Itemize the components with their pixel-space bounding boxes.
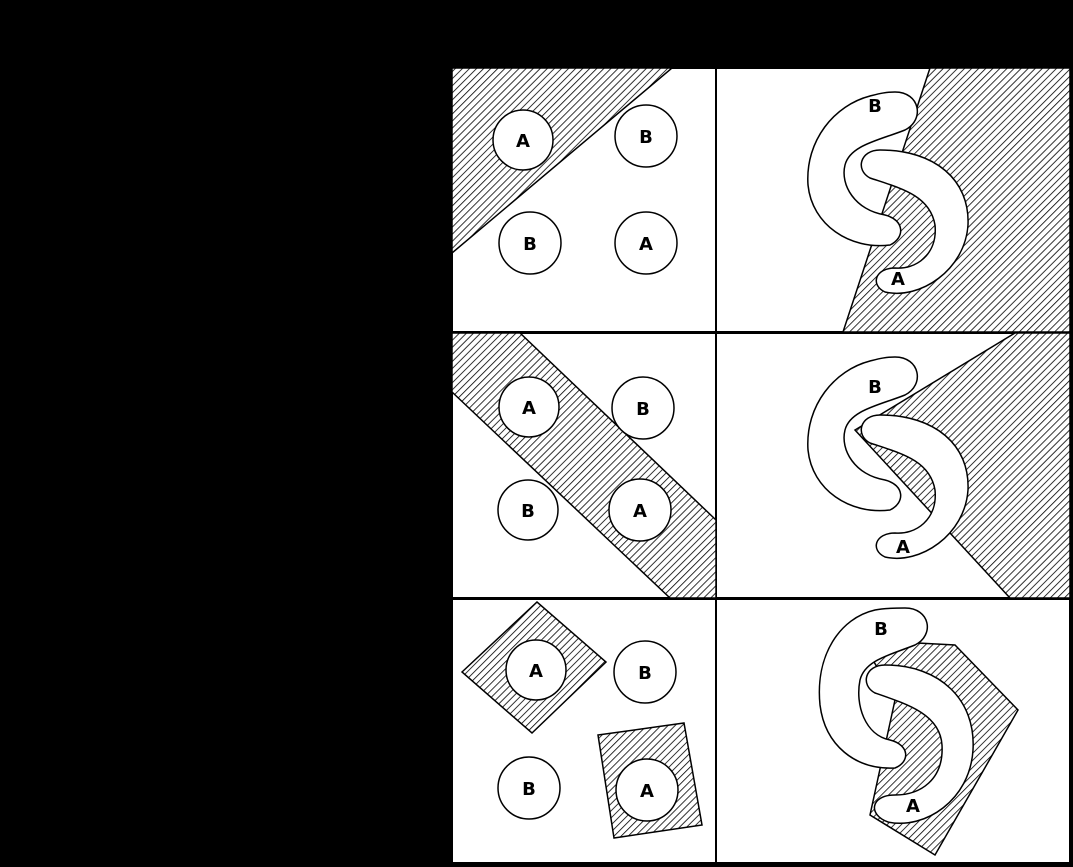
region-label: B bbox=[522, 779, 536, 800]
region-circle: B bbox=[498, 211, 562, 275]
region-label: B bbox=[868, 377, 882, 398]
s-curve-region bbox=[818, 607, 929, 769]
region-label: A bbox=[639, 234, 653, 255]
region-circle: A bbox=[498, 376, 560, 438]
region-label: A bbox=[896, 537, 910, 558]
region-label: A bbox=[906, 796, 920, 817]
region-label: B bbox=[636, 399, 650, 420]
s-curve-region bbox=[865, 664, 974, 824]
s-curve-region bbox=[807, 356, 919, 512]
region-circle: A bbox=[505, 639, 567, 701]
region-label: A bbox=[516, 131, 530, 152]
s-curve-region bbox=[860, 149, 969, 294]
region-circle: B bbox=[497, 756, 561, 820]
region-circle: A bbox=[614, 211, 678, 275]
region-circle: A bbox=[615, 758, 679, 822]
region-label: B bbox=[638, 663, 652, 684]
row3-right-figure: B A bbox=[818, 607, 1019, 857]
region-label: B bbox=[521, 501, 535, 522]
row3-left-figure: A B B A bbox=[460, 600, 703, 839]
region-label: A bbox=[640, 781, 654, 802]
region-circle: B bbox=[614, 104, 678, 168]
row2-left-figure: A B B A bbox=[452, 333, 716, 598]
region-label: A bbox=[529, 661, 543, 682]
region-circle: A bbox=[608, 478, 672, 542]
row1-left-figure: A B B A bbox=[452, 68, 678, 275]
region-circle: B bbox=[613, 640, 677, 704]
row1-right-figure: B A bbox=[807, 68, 1070, 332]
region-label: A bbox=[633, 501, 647, 522]
region-circle: B bbox=[497, 479, 559, 541]
region-label: B bbox=[639, 127, 653, 148]
region-label: B bbox=[868, 96, 882, 117]
region-circle: B bbox=[611, 376, 675, 440]
region-circle: A bbox=[492, 109, 554, 171]
region-label: A bbox=[522, 398, 536, 419]
region-label: A bbox=[891, 269, 905, 290]
s-curve-region bbox=[860, 414, 969, 559]
row2-right-figure: B A bbox=[807, 333, 1070, 598]
region-label: B bbox=[523, 234, 537, 255]
region-label: B bbox=[874, 619, 888, 640]
s-curve-region bbox=[807, 91, 919, 247]
